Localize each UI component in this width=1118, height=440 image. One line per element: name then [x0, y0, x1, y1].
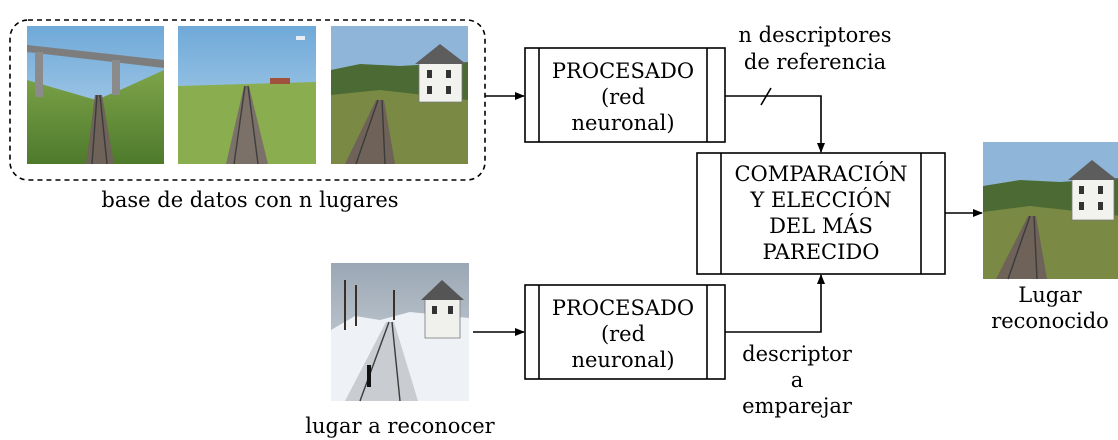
- database-container: [9, 19, 486, 181]
- process-top-line-3: neuronal): [571, 111, 674, 135]
- process-box-bottom: [524, 284, 726, 380]
- process-top-line-1: PROCESADO: [552, 59, 694, 83]
- compare-line-1: COMPARACIÓN: [734, 161, 907, 186]
- database-caption: base de datos con n lugares: [101, 188, 398, 212]
- match-label-line-2: a: [791, 368, 804, 392]
- arrow-reference-descriptors: [725, 95, 825, 153]
- reference-label-line-1: n descriptores: [738, 23, 891, 47]
- result-label-line-2: reconocido: [991, 309, 1109, 333]
- process-bottom-line-3: neuronal): [571, 348, 674, 372]
- process-bottom-line-1: PROCESADO: [552, 296, 694, 320]
- match-label-line-3: emparejar: [742, 394, 853, 418]
- railway-house-winter-photo: [331, 263, 469, 402]
- bus-slash-mark: [760, 87, 772, 106]
- railway-field-photo: [178, 26, 316, 165]
- compare-box: [696, 152, 946, 275]
- result-label-line-1: Lugar: [1018, 283, 1082, 307]
- compare-line-3: DEL MÁS: [769, 214, 873, 238]
- railway-bridge-photo: [27, 26, 164, 165]
- railway-house-summer-photo: [983, 142, 1118, 280]
- reference-label-line-2: de referencia: [744, 50, 886, 74]
- compare-line-2: Y ELECCIÓN: [749, 187, 891, 212]
- process-box-top: [524, 47, 726, 143]
- railway-house-summer-photo: [331, 26, 468, 165]
- process-top-line-2: (red: [601, 85, 645, 109]
- compare-line-4: PARECIDO: [763, 240, 880, 264]
- process-bottom-line-2: (red: [601, 322, 645, 346]
- arrow-query-descriptor: [725, 274, 825, 333]
- match-label-line-1: descriptor: [742, 342, 853, 366]
- query-caption: lugar a reconocer: [305, 414, 495, 438]
